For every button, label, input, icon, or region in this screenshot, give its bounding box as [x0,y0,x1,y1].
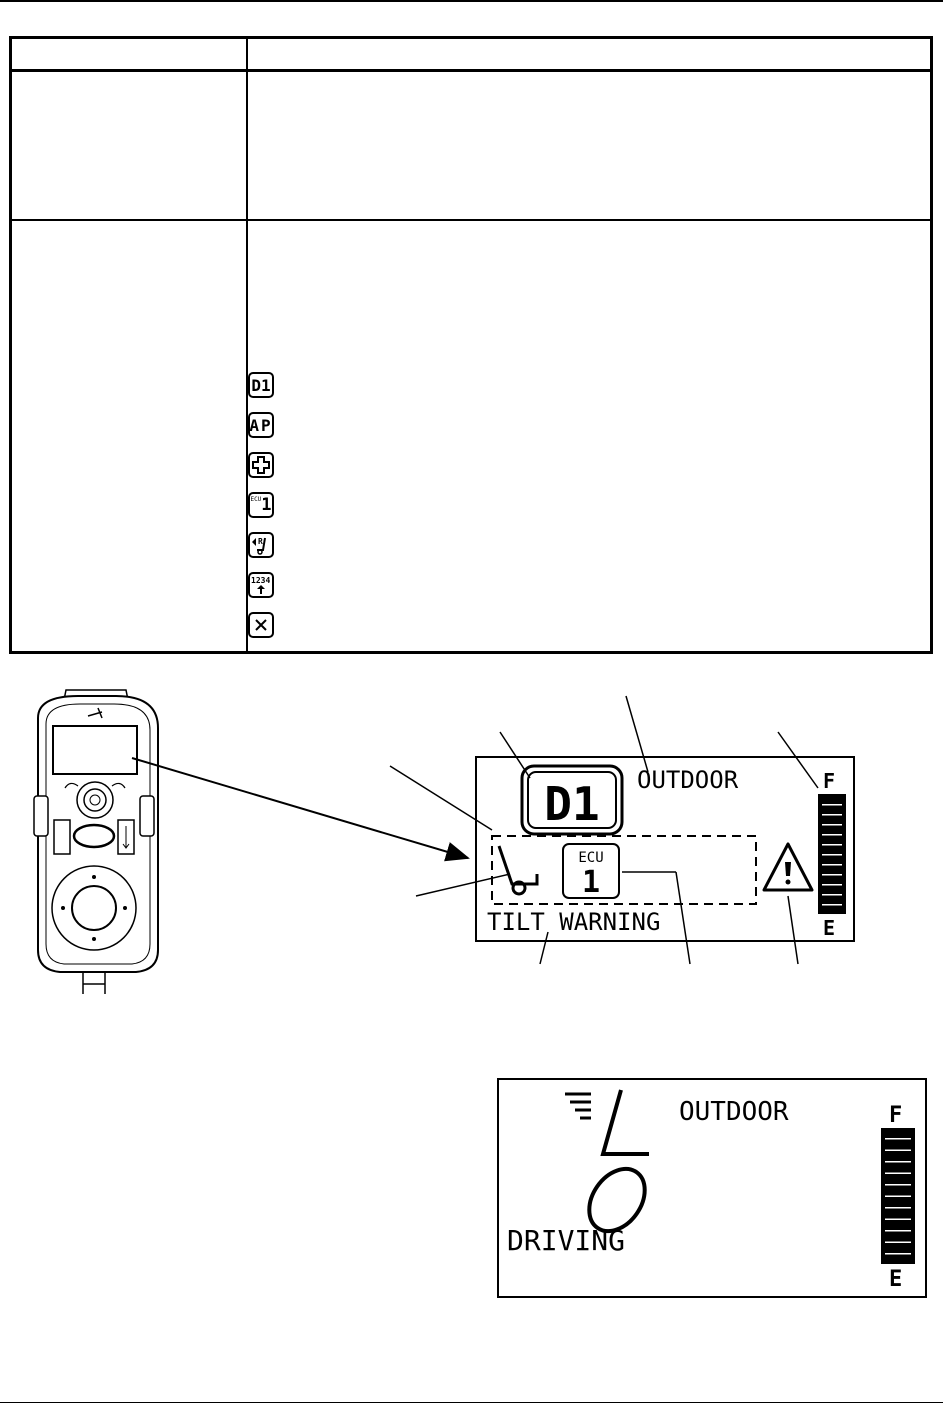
cross-icon [248,452,274,478]
drive-mode-icon: D1 [248,372,274,398]
table-column-divider [246,39,248,651]
display-driving: OUTDOOR F E DRIVING [497,1078,927,1298]
battery-gauge [881,1128,915,1264]
battery-segment [885,1253,911,1255]
fuel-empty-label: E [889,1267,902,1292]
fuel-full-label: F [823,769,835,793]
battery-segment [885,1184,911,1186]
close-icon [248,612,274,638]
battery-segment [885,1207,911,1209]
battery-segment [822,864,842,866]
battery-segment [885,1172,911,1174]
tilt-seat-icon [497,845,539,896]
svg-text:1: 1 [582,865,600,900]
battery-segment [822,844,842,846]
callout-lines [131,695,819,965]
battery-segment [822,804,842,806]
status-label: DRIVING [507,1224,625,1257]
svg-text:ECU: ECU [578,850,603,866]
reverse-seat-icon: R [248,532,274,558]
display-tilt-warning: D1 OUTDOOR F E ECU 1 TILT WARNING [475,756,855,942]
battery-segment [822,814,842,816]
battery-segment [822,904,842,906]
warning-triangle-icon [762,842,814,892]
bottom-rule [0,1402,943,1403]
battery-gauge [818,794,846,914]
drive-mode-label: D1 [544,777,599,831]
fuel-full-label: F [889,1103,902,1128]
status-label: TILT WARNING [487,908,660,936]
table-header-rule [12,69,930,72]
icon-table [9,36,933,654]
profile-label: OUTDOOR [679,1097,789,1127]
table-row-divider [12,219,930,221]
top-rule [0,0,943,2]
ecu-icon [562,843,620,899]
fuel-empty-label: E [823,916,835,940]
battery-segment [822,834,842,836]
joystick-controller-illustration [33,689,159,994]
svg-text:R: R [258,537,263,546]
battery-segment [885,1218,911,1220]
battery-segment [885,1138,911,1140]
battery-segment [885,1161,911,1163]
battery-segment [822,874,842,876]
battery-segment [885,1195,911,1197]
battery-segment [885,1241,911,1243]
battery-segment [885,1230,911,1232]
status-area-dashed [491,835,757,905]
profile-label: OUTDOOR [637,766,739,794]
sequence-icon: 1234 [248,572,274,598]
battery-segment [822,884,842,886]
speed-chair-icon [565,1089,649,1234]
battery-segment [822,894,842,896]
battery-segment [822,824,842,826]
battery-segment [822,854,842,856]
svg-text:1234: 1234 [251,576,270,585]
battery-segment [885,1149,911,1151]
attendant-icon: AP [248,412,274,438]
